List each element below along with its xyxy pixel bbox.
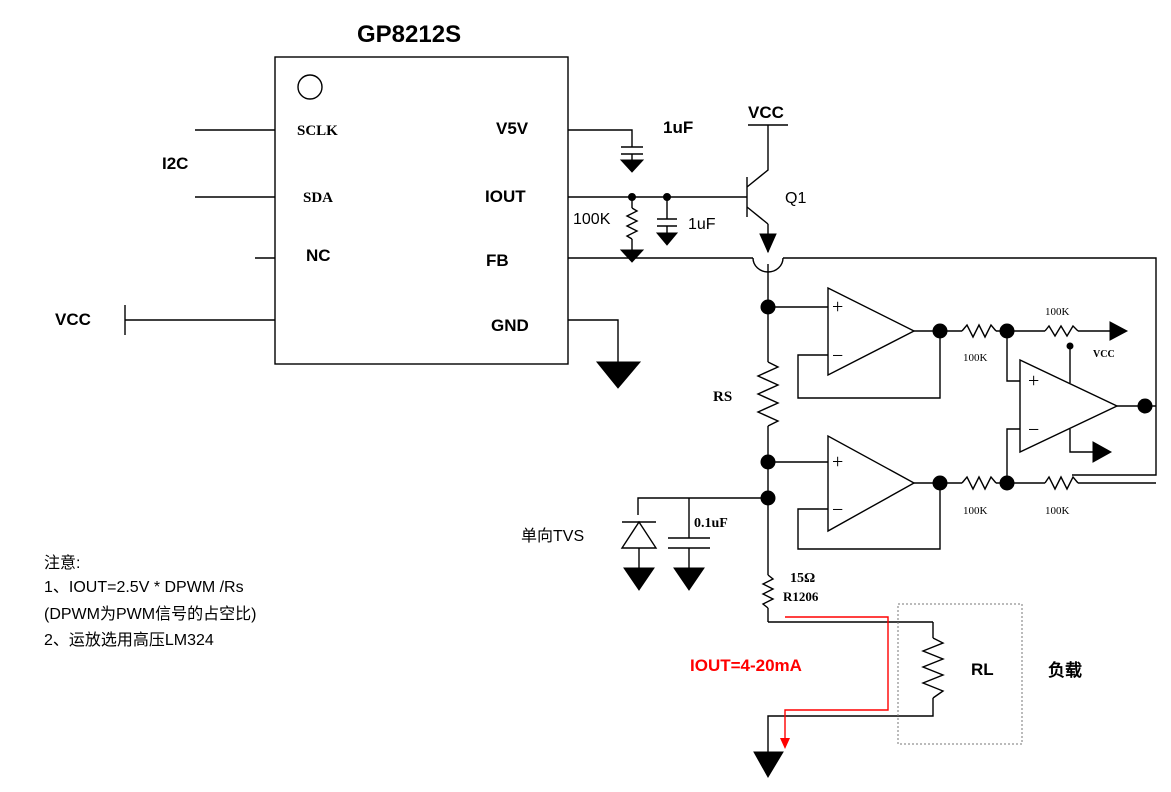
load-box — [897, 603, 1023, 745]
label-res-top-in: 100K — [963, 352, 988, 364]
chip-title: GP8212S — [357, 21, 461, 48]
pin-sda: SDA — [303, 190, 333, 206]
label-vcc-top: VCC — [748, 103, 784, 122]
svg-text:+: + — [832, 451, 843, 473]
label-cap-v5v: 1uF — [663, 118, 693, 137]
svg-text:−: − — [832, 345, 843, 367]
label-current: IOUT=4-20mA — [690, 656, 802, 675]
label-res-iout: 100K — [573, 211, 611, 228]
notes-line1: 1、IOUT=2.5V * DPWM /Rs — [44, 579, 244, 596]
pin-sclk: SCLK — [297, 123, 338, 139]
label-tvs: 单向TVS — [521, 527, 584, 545]
label-cap-iout: 1uF — [688, 216, 716, 233]
chip-pin1-marker — [297, 74, 323, 100]
svg-text:−: − — [832, 499, 843, 521]
label-q1: Q1 — [785, 190, 806, 207]
chip-body — [274, 56, 569, 365]
notes-line2: (DPWM为PWM信号的占空比) — [44, 605, 256, 623]
label-res-top-fb: 100K — [1045, 306, 1070, 318]
pin-v5v: V5V — [496, 119, 529, 138]
label-vcc-opamp: VCC — [1093, 349, 1115, 360]
label-cap-tvs: 0.1uF — [694, 516, 728, 531]
pin-nc: NC — [306, 246, 331, 265]
label-rs: RS — [713, 389, 732, 405]
label-res-bot-fb: 100K — [1045, 505, 1070, 517]
label-rl: RL — [971, 660, 994, 679]
label-load: 负载 — [1048, 660, 1082, 680]
svg-text:−: − — [1028, 419, 1039, 441]
pin-gnd: GND — [491, 316, 529, 335]
notes-line3: 2、运放选用高压LM324 — [44, 631, 214, 649]
label-r-series-pkg: R1206 — [783, 589, 819, 604]
label-vcc-left: VCC — [55, 310, 91, 329]
current-path — [784, 616, 889, 742]
pin-iout: IOUT — [485, 187, 526, 206]
label-i2c: I2C — [162, 154, 188, 173]
notes-title: 注意: — [44, 553, 80, 572]
svg-text:+: + — [832, 296, 843, 318]
label-r-series-value: 15Ω — [790, 571, 815, 586]
label-res-bot-in: 100K — [963, 505, 988, 517]
pin-fb: FB — [486, 251, 509, 270]
svg-text:+: + — [1028, 370, 1039, 392]
